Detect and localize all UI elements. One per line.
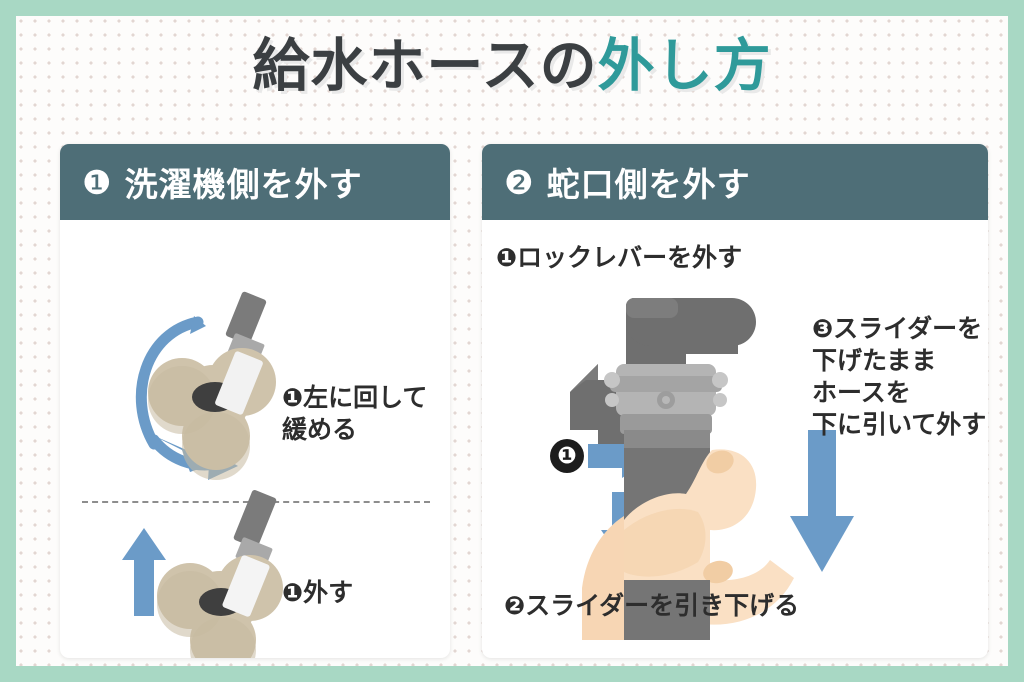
clover-nut-icon bbox=[148, 348, 276, 480]
panel-2-step-3-label: ❸スライダーを 下げたまま ホースを 下に引いて外す bbox=[812, 314, 987, 439]
faucet-coupling-icon bbox=[604, 364, 728, 434]
panel-1-body: ❶左に回して 緩める bbox=[60, 220, 450, 658]
faucet-spout-icon bbox=[626, 298, 756, 376]
page-title: 給水ホースの外し方 bbox=[16, 38, 1008, 95]
panel-2-step-1-label: ❶ロックレバーを外す bbox=[496, 243, 743, 272]
arrow-up-icon bbox=[122, 528, 166, 616]
page-title-part-1: 給水ホースの bbox=[252, 33, 598, 99]
panel-2-header: ❷ 蛇口側を外す bbox=[482, 144, 988, 220]
panel-washing-machine-side: ❶ 洗濯機側を外す bbox=[60, 144, 450, 658]
panel-1-header: ❶ 洗濯機側を外す bbox=[60, 144, 450, 220]
poster-canvas: 給水ホースの外し方 ❶ 洗濯機側を外す bbox=[16, 16, 1008, 666]
panel-2-marker-1: ❶ bbox=[550, 439, 584, 473]
panel-1-step-2-label: ❶外す bbox=[282, 578, 354, 607]
panel-2-body: ❶ロックレバーを外す ❶ ❷ bbox=[482, 220, 988, 658]
panel-1-badge: ❶ bbox=[82, 162, 112, 202]
panel-1-title: 洗濯機側を外す bbox=[124, 165, 363, 204]
panel-faucet-side: ❷ 蛇口側を外す ❶ロックレバーを外す ❶ ❷ bbox=[482, 144, 988, 658]
hose-lower-icon bbox=[624, 580, 710, 640]
panel-2-title: 蛇口側を外す bbox=[546, 165, 751, 204]
panel-2-step-2-label: ❷スライダーを引き下げる bbox=[504, 591, 800, 620]
illustration-coupling-detach bbox=[120, 490, 320, 658]
illustration-coupling-rotate bbox=[120, 291, 320, 490]
illustration-faucet-hand bbox=[562, 280, 892, 650]
page-title-part-2: 外し方 bbox=[597, 33, 772, 99]
arrow-down-large-icon bbox=[790, 430, 854, 572]
panel-2-badge: ❷ bbox=[504, 162, 534, 202]
clover-nut-icon bbox=[157, 555, 283, 658]
panel-1-step-1-label: ❶左に回して 緩める bbox=[282, 383, 428, 444]
